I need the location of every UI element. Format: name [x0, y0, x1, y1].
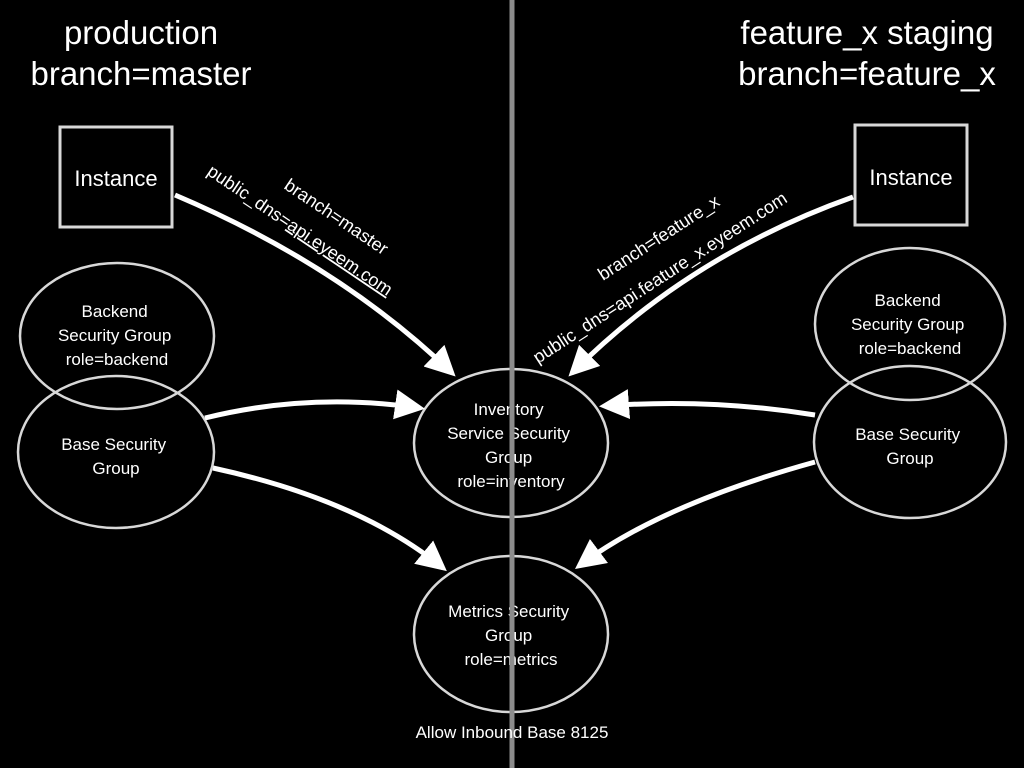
instance-label-left: Instance [74, 166, 157, 191]
backend-sg-ellipse-left [18, 261, 216, 411]
base-left-line2: Group [92, 459, 139, 478]
staging-heading: feature_x staging branch=feature_x [722, 12, 1012, 94]
base-right-line2: Group [886, 449, 933, 468]
inventory-line3: Group [485, 448, 532, 467]
instance-label-right: Instance [869, 165, 952, 190]
production-branch: branch=master [30, 55, 252, 92]
inventory-line1: Inventory [474, 400, 544, 419]
base-sg-label-left: Base Security Group [61, 435, 171, 478]
metrics-line1: Metrics Security [448, 602, 569, 621]
backend-left-line1: Backend [82, 302, 148, 321]
backend-sg-label-right: Backend Security Group role=backend [851, 291, 969, 358]
arrow-base-right-to-metrics [575, 459, 816, 570]
production-title: production [63, 14, 219, 51]
metrics-line2: Group [485, 626, 532, 645]
base-sg-ellipse-right [812, 364, 1008, 520]
instance-box-right [853, 123, 969, 227]
backend-left-line3: role=backend [66, 350, 169, 369]
edge-label-left-dns-prefix: public_dns= [203, 161, 295, 232]
inventory-sg-label: Inventory Service Security Group role=in… [447, 400, 575, 491]
base-sg-label-right: Base Security Group [855, 425, 965, 468]
backend-right-line2: Security Group [851, 315, 964, 334]
backend-sg-label-left: Backend Security Group role=backend [58, 302, 176, 369]
base-right-line1: Base Security [855, 425, 960, 444]
backend-right-line1: Backend [875, 291, 941, 310]
arrow-instance-right-to-inventory [568, 194, 854, 377]
footer-note: Allow Inbound Base 8125 [416, 723, 609, 742]
base-sg-ellipse-left [16, 374, 216, 530]
production-heading: production branch=master [16, 12, 266, 94]
backend-sg-ellipse-right [813, 246, 1007, 402]
inventory-line2: Service Security [447, 424, 570, 443]
backend-left-line2: Security Group [58, 326, 171, 345]
arrow-base-right-to-inventory [599, 389, 816, 420]
staging-title: feature_x staging [740, 14, 994, 51]
arrow-instance-left-to-inventory [174, 192, 456, 377]
staging-branch: branch=feature_x [738, 55, 996, 92]
arrow-base-left-to-metrics [212, 465, 447, 572]
edge-label-right-dns: public_dns=api.feature_x.eyeem.com [529, 188, 791, 368]
instance-box-left [58, 125, 174, 229]
arrow-base-left-to-inventory [204, 389, 425, 421]
base-left-line1: Base Security [61, 435, 166, 454]
backend-right-line3: role=backend [859, 339, 962, 358]
